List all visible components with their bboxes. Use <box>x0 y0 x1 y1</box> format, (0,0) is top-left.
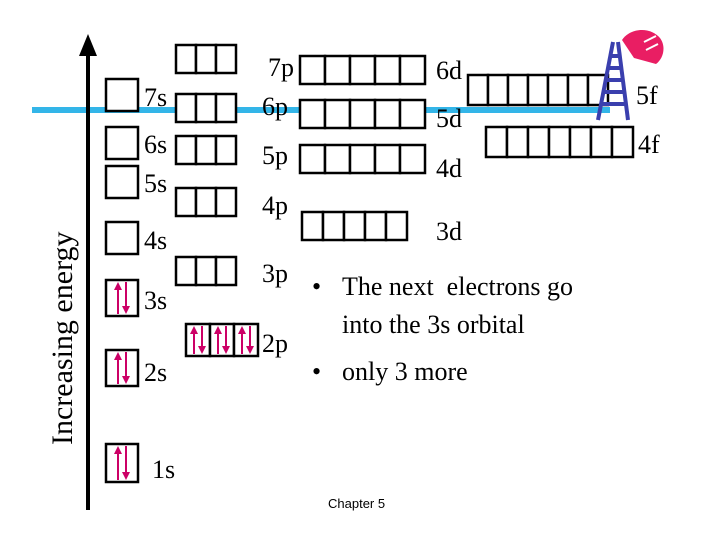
orbital-3s-electron-down-head <box>122 306 130 314</box>
orbital-group-4f <box>484 125 635 159</box>
label-3s: 3s <box>144 286 167 315</box>
orbital-box-2s <box>104 348 140 388</box>
orbital-2p-1-electron-up-head <box>190 326 198 334</box>
orbital-2p-2-electron-up-head <box>214 326 222 334</box>
orbital-group-2p <box>184 322 260 358</box>
orbital-box-4s <box>104 220 140 256</box>
label-4f: 4f <box>638 130 660 159</box>
label-2s: 2s <box>144 358 167 387</box>
bullet-2-line-1: only 3 more <box>342 357 468 386</box>
orbital-box-3s <box>104 278 140 318</box>
label-5d: 5d <box>436 104 462 133</box>
orbital-group-4d <box>298 143 427 175</box>
energy-axis <box>79 34 97 510</box>
bullet-marker: • <box>312 357 321 386</box>
label-5s: 5s <box>144 169 167 198</box>
label-7p: 7p <box>268 53 294 82</box>
orbital-2p-1-electron-down-head <box>198 346 206 354</box>
orbital-box-5s <box>104 164 140 200</box>
orbital-2p-3-electron-down-head <box>246 346 254 354</box>
label-6s: 6s <box>144 130 167 159</box>
orbital-1s-electron-up-head <box>114 446 122 454</box>
label-5p: 5p <box>262 141 288 170</box>
orbital-group-3p <box>174 255 238 287</box>
label-4s: 4s <box>144 226 167 255</box>
ladder-icon <box>596 41 630 121</box>
label-1s: 1s <box>152 455 175 484</box>
orbital-group-6p <box>174 92 238 124</box>
orbital-group-5f <box>466 73 610 107</box>
orbital-2s-electron-down-head <box>122 376 130 384</box>
label-3p: 3p <box>262 259 288 288</box>
orbital-group-3d <box>300 210 409 242</box>
label-4p: 4p <box>262 191 288 220</box>
label-5f: 5f <box>636 81 658 110</box>
climber-icon <box>622 29 664 64</box>
orbital-group-5p <box>174 134 238 166</box>
orbital-group-6d <box>298 54 427 86</box>
label-2p: 2p <box>262 329 288 358</box>
label-6d: 6d <box>436 56 462 85</box>
label-3d: 3d <box>436 217 462 246</box>
orbital-box-1s <box>104 442 140 484</box>
bullet-marker: • <box>312 272 321 301</box>
orbital-3s-electron-up-head <box>114 282 122 290</box>
orbital-box-7s <box>104 77 140 113</box>
bullet-list: • The next electrons go into the 3s orbi… <box>312 272 573 386</box>
orbital-group-5d <box>298 98 427 130</box>
orbital-group-7p <box>174 43 238 75</box>
orbital-2s-electron-up-head <box>114 352 122 360</box>
bullet-1-line-1: The next electrons go <box>342 272 573 301</box>
label-7s: 7s <box>144 83 167 112</box>
bullet-1-line-2: into the 3s orbital <box>342 310 525 339</box>
orbital-2p-2-electron-down-head <box>222 346 230 354</box>
orbital-1s-electron-down-head <box>122 472 130 480</box>
label-6p: 6p <box>262 92 288 121</box>
electron-arrows <box>114 282 254 480</box>
orbital-2p-3-electron-up-head <box>238 326 246 334</box>
orbital-box-6s <box>104 125 140 161</box>
axis-title: Increasing energy <box>46 231 79 445</box>
footer-chapter: Chapter 5 <box>328 496 385 511</box>
label-4d: 4d <box>436 154 462 183</box>
orbital-group-4p <box>174 186 238 218</box>
